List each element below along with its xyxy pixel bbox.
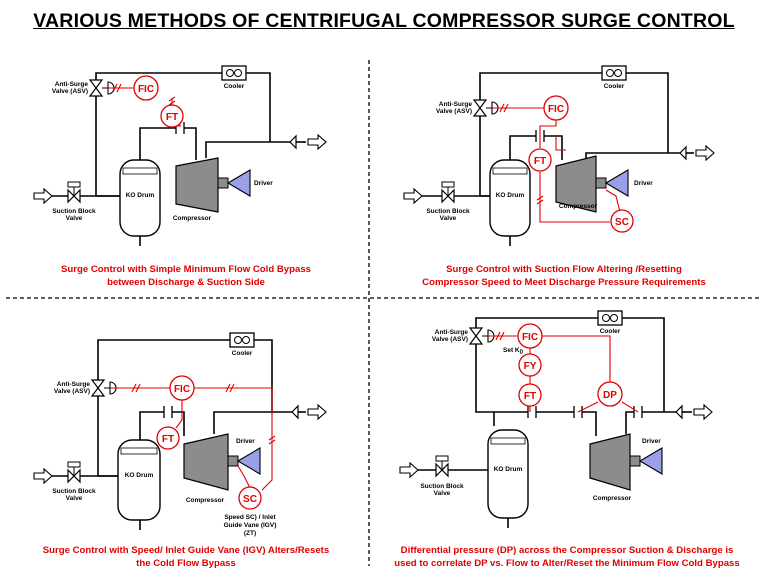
diagram-q2: FIC FT SC Anti-Surge Valve (ASV) Cooler … (403, 65, 715, 288)
anti-surge-valve-icon (468, 327, 484, 345)
ko-drum-label: KO Drum (494, 466, 523, 473)
fic-instrument-icon (133, 75, 159, 101)
cooler-label: Cooler (600, 328, 621, 335)
outlet-arrow-icon (307, 403, 327, 421)
driver-label: Driver (634, 180, 653, 187)
ko-drum-label: KO Drum (125, 472, 154, 479)
compressor-icon (183, 433, 229, 491)
inlet-arrow-icon (403, 187, 423, 205)
fic-label: FIC (522, 332, 538, 343)
caption-q3-line1: Surge Control with Speed/ Inlet Guide Va… (43, 545, 329, 556)
asv-label: Anti-Surge (439, 101, 473, 108)
asv-label: Anti-Surge (57, 381, 91, 388)
inlet-arrow-icon (33, 467, 53, 485)
caption-q1-line1: Surge Control with Simple Minimum Flow C… (61, 264, 311, 275)
caption-q1-line2: between Discharge & Suction Side (107, 277, 265, 288)
anti-surge-valve-icon (88, 79, 104, 97)
diagram-q4: FIC FY FT DP Set KD Anti-Surge Valve (AS… (394, 310, 740, 569)
cooler-label: Cooler (224, 83, 245, 90)
sc-label: SC (243, 494, 257, 505)
driver-label: Driver (254, 180, 273, 187)
suction-label: Suction Block (52, 208, 96, 215)
ko-drum-label: KO Drum (126, 192, 155, 199)
suction-label-2: Valve (66, 495, 83, 502)
check-valve-icon (679, 145, 687, 161)
driver-icon (236, 447, 261, 475)
cooler-label: Cooler (232, 350, 253, 357)
anti-surge-valve-icon (472, 99, 488, 117)
check-valve-icon (675, 404, 683, 420)
anti-surge-valve-icon (90, 379, 106, 397)
caption-q4-line1: Differential pressure (DP) across the Co… (401, 545, 734, 556)
ft-instrument-icon (156, 426, 180, 450)
check-valve-icon (289, 134, 297, 150)
dp-label: DP (603, 390, 617, 401)
fy-instrument-icon (518, 353, 542, 377)
fic-label: FIC (174, 384, 190, 395)
fy-label: FY (524, 361, 537, 372)
asv-label: Anti-Surge (435, 329, 469, 336)
sc-instrument-icon (610, 209, 634, 233)
sc-note-3: (ZT) (244, 530, 256, 537)
compressor-label: Compressor (593, 495, 632, 502)
ko-drum-label: KO Drum (496, 192, 525, 199)
fic-label: FIC (548, 104, 564, 115)
suction-label-2: Valve (66, 215, 83, 222)
caption-q3-line2: the Cold Flow Bypass (136, 558, 236, 569)
compressor-icon (175, 157, 219, 213)
ft-instrument-icon (160, 104, 184, 128)
ft-label: FT (534, 156, 546, 167)
outlet-arrow-icon (307, 133, 327, 151)
ft-label: FT (162, 434, 174, 445)
caption-q4-line2: used to correlate DP vs. Flow to Alter/R… (394, 558, 739, 569)
caption-q2-line2: Compressor Speed to Meet Discharge Press… (422, 277, 706, 288)
ft-instrument-icon (528, 148, 552, 172)
compressor-label: Compressor (173, 215, 212, 222)
fic-label: FIC (138, 84, 154, 95)
fic-instrument-icon (517, 323, 543, 349)
asv-label-2: Valve (ASV) (54, 388, 90, 395)
ft-instrument-icon (518, 383, 542, 407)
sc-label: SC (615, 217, 629, 228)
fic-instrument-icon (169, 375, 195, 401)
diagram-q3: FIC FT SC Anti-Surge Valve (ASV) Cooler … (33, 332, 329, 569)
sc-note-1: Speed SC) / Inlet (224, 514, 276, 521)
cooler-label: Cooler (604, 83, 625, 90)
sc-instrument-icon (238, 486, 262, 510)
suction-label: Suction Block (426, 208, 470, 215)
driver-label: Driver (236, 438, 255, 445)
asv-label: Anti-Surge (55, 81, 89, 88)
compressor-label: Compressor (186, 497, 225, 504)
driver-label: Driver (642, 438, 661, 445)
fic-instrument-icon (543, 95, 569, 121)
asv-label-2: Valve (ASV) (52, 88, 88, 95)
check-valve-icon (291, 404, 299, 420)
inlet-arrow-icon (33, 187, 53, 205)
caption-q2-line1: Surge Control with Suction Flow Altering… (446, 264, 682, 275)
suction-label: Suction Block (420, 483, 464, 490)
asv-label-2: Valve (ASV) (436, 108, 472, 115)
outlet-arrow-icon (695, 144, 715, 162)
sc-note-2: Guide Vane (IGV) (224, 522, 277, 529)
ft-label: FT (166, 112, 178, 123)
driver-icon (604, 169, 629, 197)
inlet-arrow-icon (399, 461, 419, 479)
asv-label-2: Valve (ASV) (432, 336, 468, 343)
suction-label-2: Valve (434, 490, 451, 497)
compressor-icon (589, 433, 631, 491)
driver-icon (226, 169, 251, 197)
compressor-label: Compressor (559, 203, 598, 210)
dp-instrument-icon (597, 381, 623, 407)
suction-label-2: Valve (440, 215, 457, 222)
ko-drum-icon (117, 439, 161, 521)
page-title: VARIOUS METHODS OF CENTRIFUGAL COMPRESSO… (33, 10, 735, 32)
driver-icon (638, 447, 663, 475)
outlet-arrow-icon (693, 403, 713, 421)
ft-label: FT (524, 391, 536, 402)
set-kd-label: Set KD (503, 347, 524, 356)
compressor-icon (555, 155, 597, 213)
suction-label: Suction Block (52, 488, 96, 495)
diagram-q1: FIC FT Anti-Surge Valve (ASV) Cooler KO … (33, 65, 327, 288)
